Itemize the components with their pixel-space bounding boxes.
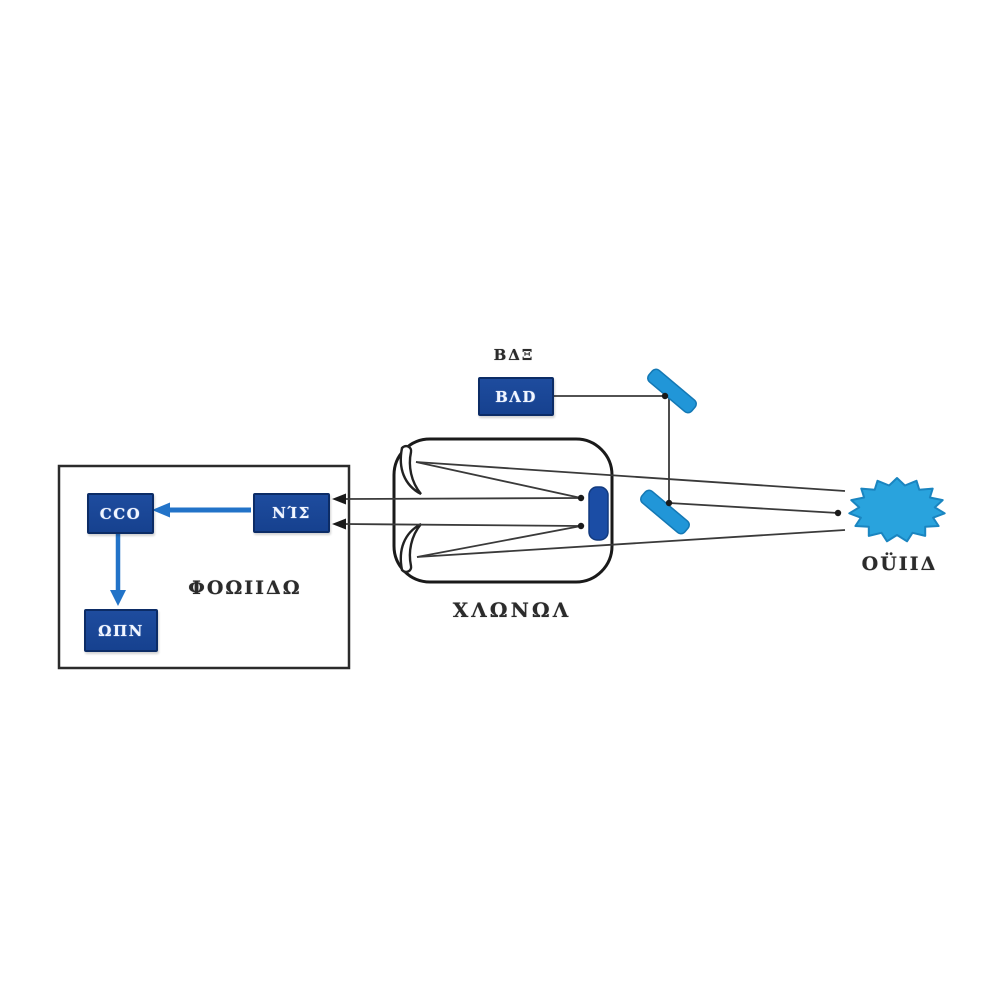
- interface-box-label: ΝΊΣ: [272, 504, 311, 522]
- reflected-ray-top: [415, 461, 582, 499]
- signal-line-top: [343, 497, 582, 500]
- ccd-box-label: CCO: [99, 504, 142, 523]
- telescope-body: [392, 437, 614, 584]
- primary-mirror-top: [399, 444, 422, 496]
- junction-dots: [577, 392, 842, 530]
- laser-title-label: ΒΔΞ: [493, 346, 535, 364]
- fold-mirror-top: [647, 368, 697, 414]
- signal-arrowhead-top: [332, 493, 346, 505]
- fold-mirror-bottom: [640, 489, 690, 535]
- incoming-ray-bottom: [416, 529, 846, 558]
- telescope-label: ΧΛΩΝΩΛ: [452, 598, 572, 622]
- incoming-ray-top: [415, 461, 846, 492]
- reflected-ray-bottom: [416, 525, 582, 558]
- interface-to-ccd-arrowhead: [152, 502, 170, 518]
- primary-mirror-bottom: [399, 522, 422, 574]
- star-label: ΟÜΙΙΔ: [861, 553, 938, 575]
- outgoing-beam-line: [668, 502, 839, 514]
- detector-bar: [588, 486, 609, 541]
- signal-line-bottom: [343, 523, 582, 527]
- electronics-enclosure-label: ΦΟΩΙΙΔΩ: [188, 577, 302, 599]
- star-source: [848, 477, 946, 543]
- recorder-box: ΩΠΝ: [84, 609, 158, 652]
- ccd-to-recorder-arrowhead: [110, 590, 126, 606]
- recorder-box-label: ΩΠΝ: [98, 621, 144, 640]
- signal-arrowhead-bottom: [332, 518, 346, 530]
- laser-box: ΒΛD: [478, 377, 554, 416]
- interface-box: ΝΊΣ: [253, 493, 330, 533]
- ccd-box: CCO: [87, 493, 154, 534]
- laser-box-label: ΒΛD: [495, 387, 537, 406]
